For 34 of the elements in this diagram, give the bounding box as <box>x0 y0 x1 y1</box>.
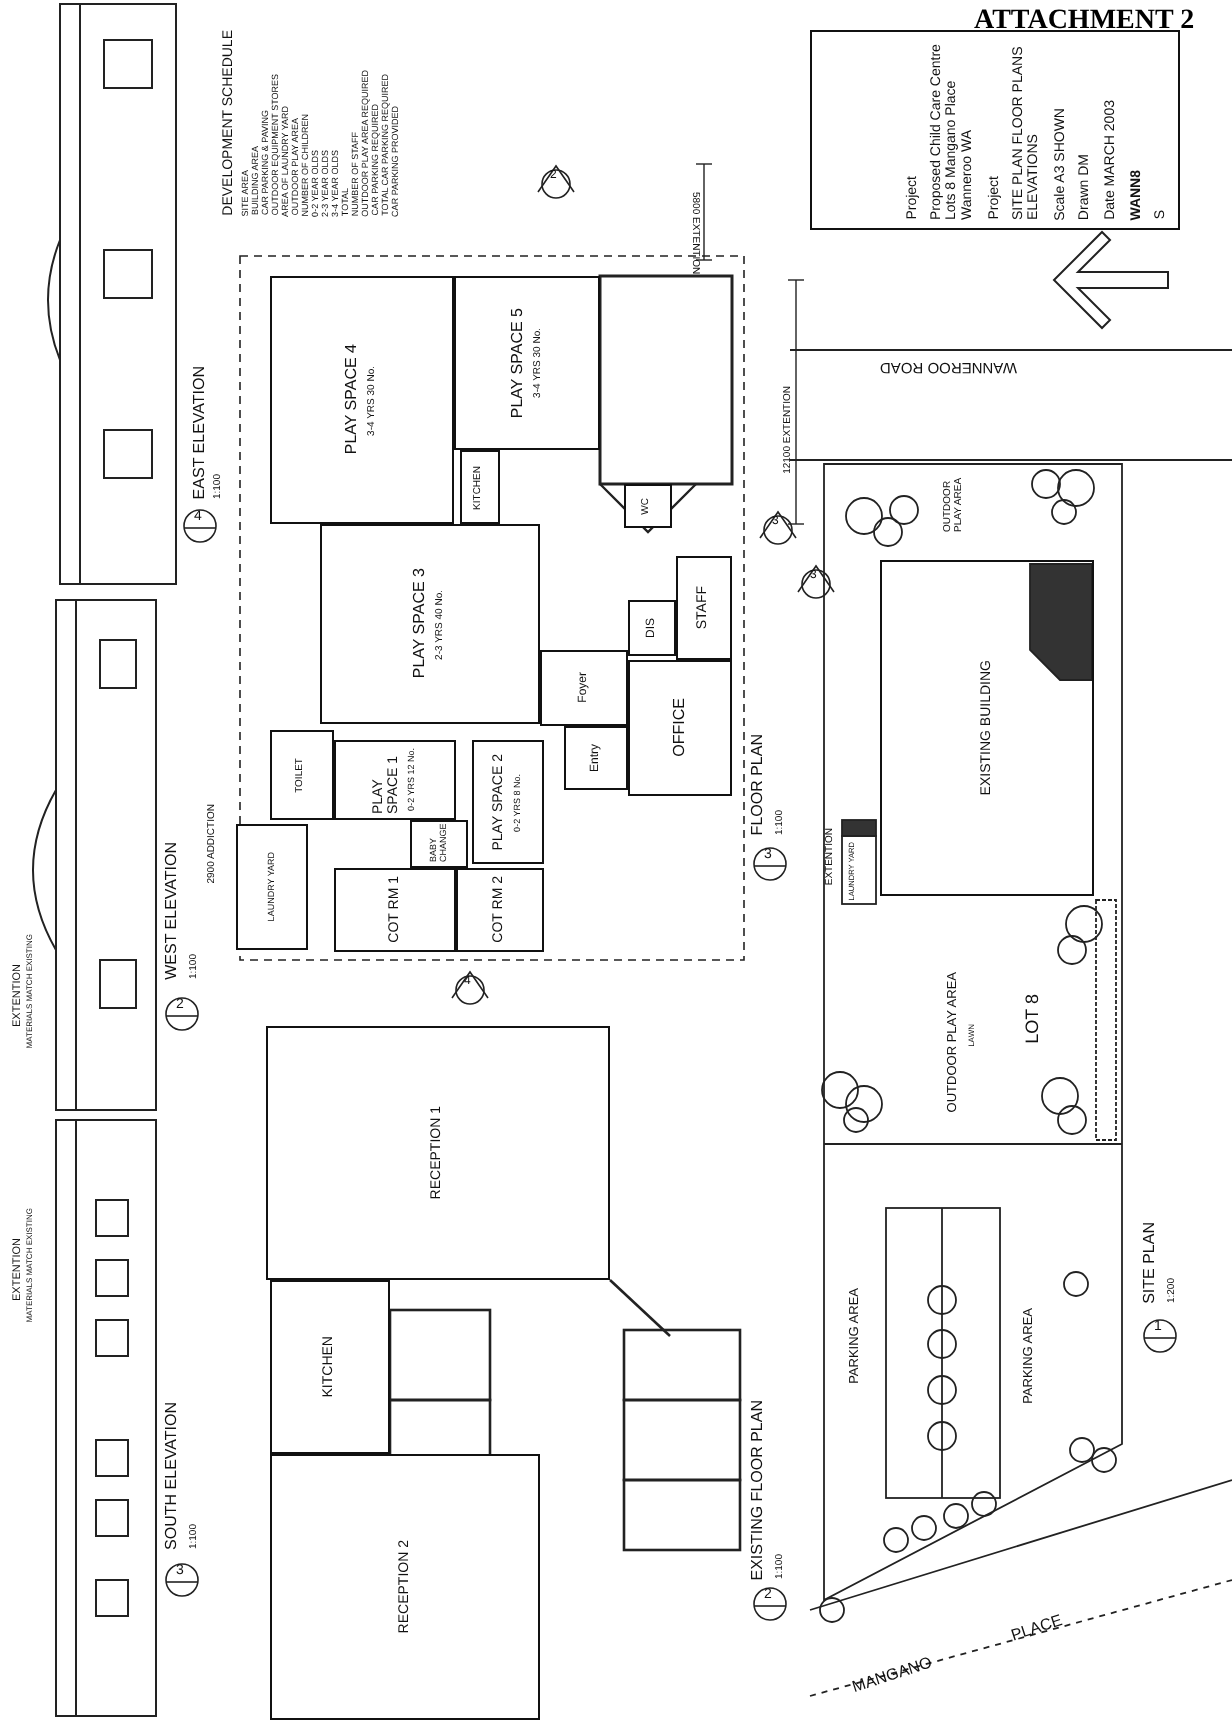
room-outline <box>460 450 500 524</box>
room-outline <box>676 556 732 660</box>
room-outline <box>270 1280 390 1454</box>
room-outline <box>540 650 628 726</box>
room-outline <box>270 276 454 524</box>
room-outline <box>334 740 456 820</box>
room-outline <box>270 1454 540 1720</box>
drawing-title: WEST ELEVATION <box>164 842 182 980</box>
room-name: PLAY SPACE 5 <box>509 307 528 419</box>
room-outline <box>270 730 334 820</box>
room-outline <box>454 276 600 450</box>
drawing-title: SOUTH ELEVATION <box>164 1402 182 1550</box>
room-name: PLAY SPACE 4 <box>344 344 363 456</box>
room-outline <box>334 868 456 952</box>
room-outline <box>628 660 732 796</box>
sheet-heading: ATTACHMENT 2 <box>974 6 1195 38</box>
room-outline <box>410 820 468 868</box>
room-outline <box>236 824 308 950</box>
room-outline <box>564 726 628 790</box>
building-outline <box>880 560 1094 896</box>
room-outline <box>456 868 544 952</box>
room-outline <box>472 740 544 864</box>
drawing-title: EXISTING FLOOR PLAN <box>750 1399 768 1580</box>
room-name: OFFICE <box>671 698 689 758</box>
area-label: LOT 8 <box>1024 994 1044 1044</box>
drawing-title: SITE PLAN <box>1142 1222 1160 1304</box>
room-outline <box>624 484 672 528</box>
room-outline <box>320 524 540 724</box>
drawing-title: FLOOR PLAN <box>750 734 768 836</box>
room-outline <box>628 600 676 656</box>
room-outline <box>266 1026 610 1280</box>
drawing-title: EAST ELEVATION <box>192 366 210 500</box>
room-name: PLAY SPACE 3 <box>412 568 431 680</box>
title-block <box>810 30 1180 230</box>
